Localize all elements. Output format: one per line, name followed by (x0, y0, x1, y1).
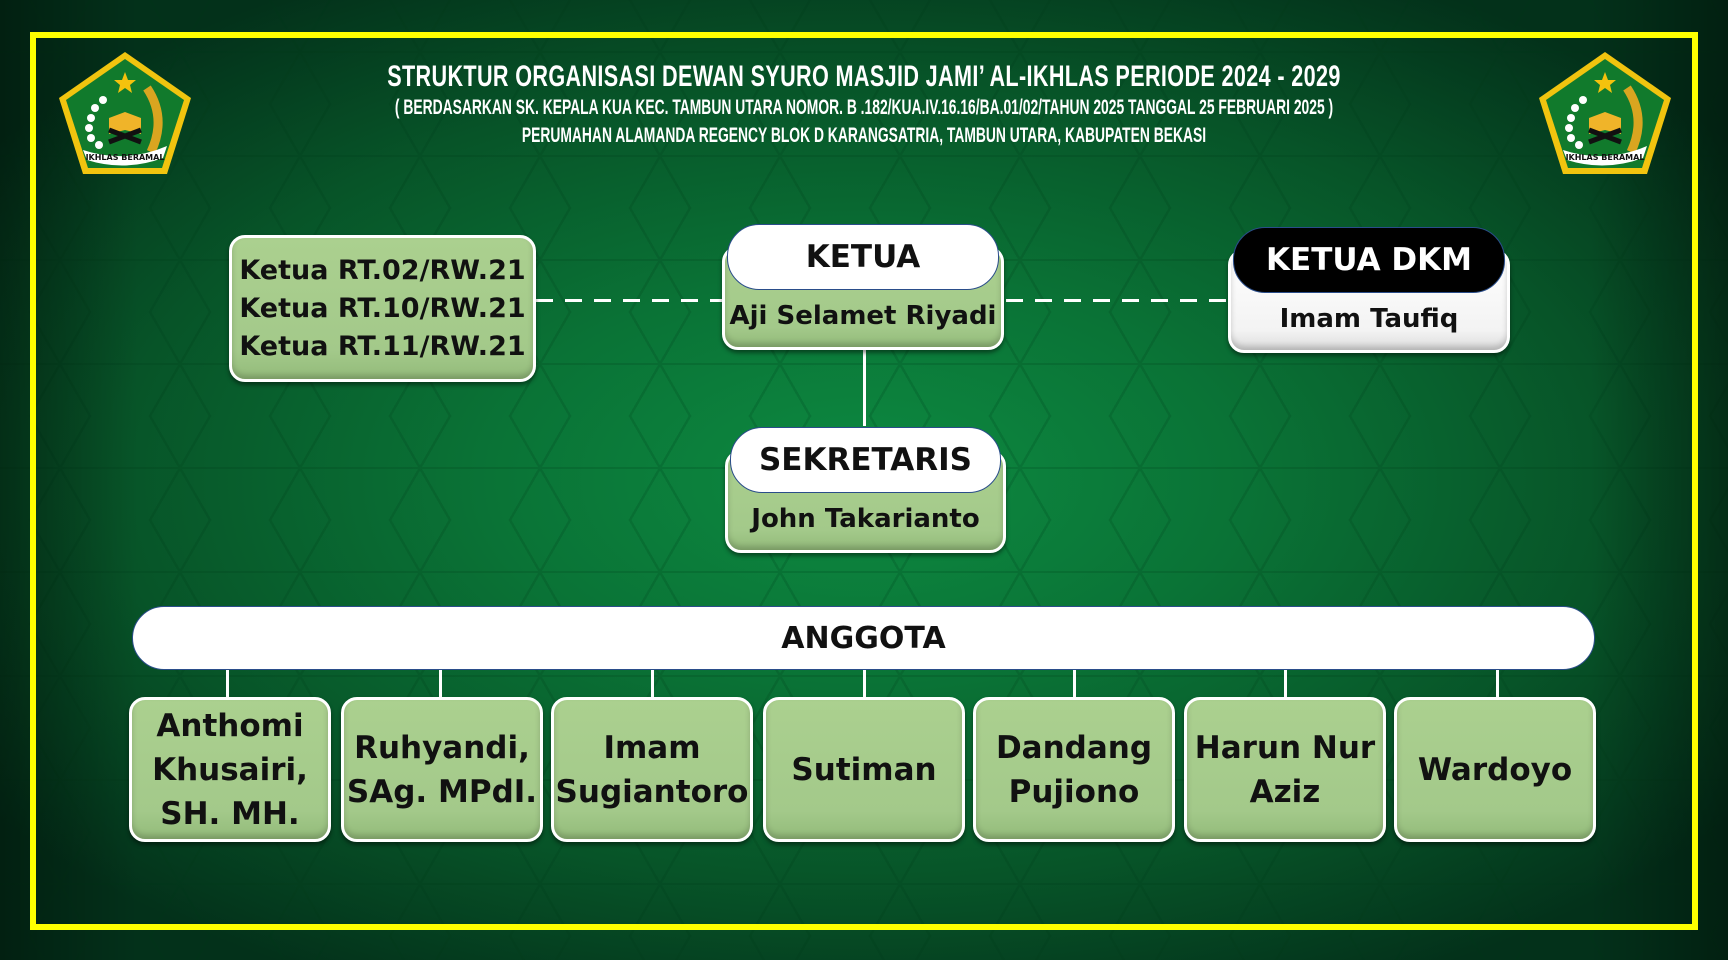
yellow-frame (30, 32, 1698, 930)
member-name-line: Aziz (1249, 773, 1321, 810)
member-card: Ruhyandi, SAg. MPdI. (341, 697, 543, 842)
dashed-connector-right (1006, 299, 1228, 302)
member-name-line: Imam (603, 729, 701, 766)
ketua-dkm-box: KETUA DKM Imam Taufiq (1228, 227, 1510, 353)
dashed-connector-left (536, 299, 722, 302)
member-name-line: Sutiman (791, 751, 937, 788)
kemenag-emblem-icon: IKHLAS BERAMAL (1539, 52, 1671, 174)
ketua-title: KETUA (727, 224, 999, 290)
member-card: Dandang Pujiono (973, 697, 1175, 842)
sekretaris-name: John Takarianto (751, 504, 980, 534)
sekretaris-box: SEKRETARIS John Takarianto (725, 427, 1006, 553)
connector-member-4 (863, 670, 866, 697)
member-name-line: Dandang (995, 729, 1153, 766)
member-name-line: Khusairi, (152, 751, 308, 788)
member-card: Harun Nur Aziz (1184, 697, 1386, 842)
member-name-line: Ruhyandi, (354, 729, 530, 766)
advisor-line: Ketua RT.10/RW.21 (239, 292, 526, 324)
connector-member-1 (226, 670, 229, 697)
ketua-dkm-title: KETUA DKM (1233, 227, 1505, 293)
svg-text:IKHLAS BERAMAL: IKHLAS BERAMAL (86, 153, 165, 162)
advisor-line: Ketua RT.02/RW.21 (239, 254, 526, 286)
member-name-line: SH. MH. (160, 795, 300, 832)
member-name-line: Harun Nur (1194, 729, 1376, 766)
connector-member-3 (651, 670, 654, 697)
member-name-line: Wardoyo (1417, 751, 1573, 788)
connector-member-5 (1073, 670, 1076, 697)
advisors-box: Ketua RT.02/RW.21 Ketua RT.10/RW.21 Ketu… (229, 235, 536, 382)
member-card: Imam Sugiantoro (551, 697, 753, 842)
anggota-header: ANGGOTA (132, 606, 1595, 670)
advisor-line: Ketua RT.11/RW.21 (239, 330, 526, 362)
member-card: Sutiman (763, 697, 965, 842)
connector-member-7 (1496, 670, 1499, 697)
ketua-box: KETUA Aji Selamet Riyadi (722, 224, 1004, 350)
member-name-line: SAg. MPdI. (346, 773, 538, 810)
connector-member-2 (439, 670, 442, 697)
connector-member-6 (1284, 670, 1287, 697)
header: STRUKTUR ORGANISASI DEWAN SYURO MASJID J… (0, 60, 1728, 150)
member-name-line: Anthomi (156, 707, 304, 744)
member-name-line: Sugiantoro (555, 773, 749, 810)
kemenag-emblem-icon: IKHLAS BERAMAL (59, 52, 191, 174)
member-card: Wardoyo (1394, 697, 1596, 842)
sekretaris-title: SEKRETARIS (730, 427, 1001, 493)
decree-reference: ( BERDASARKAN SK. KEPALA KUA KEC. TAMBUN… (394, 96, 1334, 119)
address: PERUMAHAN ALAMANDA REGENCY BLOK D KARANG… (521, 124, 1207, 147)
member-card: Anthomi Khusairi, SH. MH. (129, 697, 331, 842)
svg-text:IKHLAS BERAMAL: IKHLAS BERAMAL (1566, 153, 1645, 162)
connector-ketua-sekretaris (863, 350, 866, 426)
ketua-dkm-name: Imam Taufiq (1279, 304, 1459, 334)
ketua-name: Aji Selamet Riyadi (729, 301, 997, 331)
member-name-line: Pujiono (1008, 773, 1140, 810)
page-title: STRUKTUR ORGANISASI DEWAN SYURO MASJID J… (387, 60, 1341, 93)
